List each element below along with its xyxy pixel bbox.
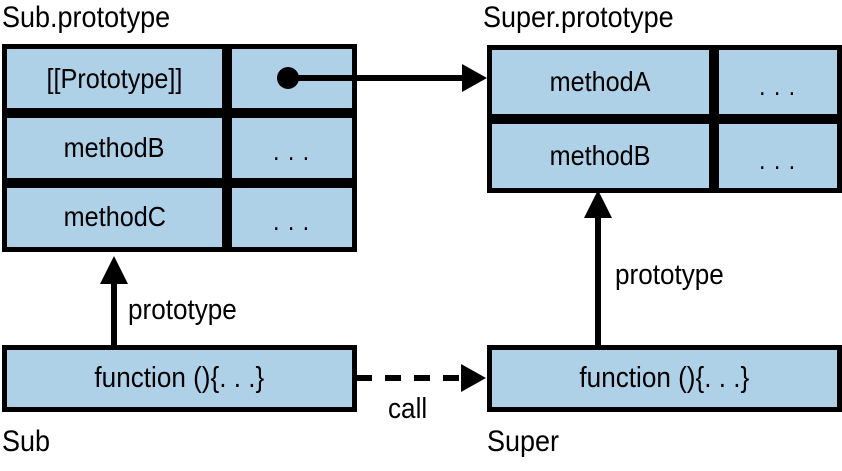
sub-prototype-arrow (100, 256, 128, 347)
arrowhead-up-icon (100, 256, 128, 284)
sub-caption: Sub (2, 425, 51, 458)
super-prototype-arrow-label: prototype (615, 259, 724, 291)
sub-prototype-row-prototype-key: [[Prototype]] (2, 44, 227, 114)
sub-prototype-row-methodB-value: . . . (227, 113, 357, 183)
call-arrow (356, 364, 486, 392)
super-prototype-table: methodA . . . methodB . . . (487, 45, 842, 193)
sub-function-box: function (){. . .} (2, 345, 357, 412)
super-prototype-row-methodB-key: methodB (487, 119, 714, 193)
sub-prototype-row-methodC-key: methodC (2, 182, 227, 252)
super-prototype-title-text: Super.prototype (483, 1, 674, 34)
sub-prototype-row-methodC-value: . . . (227, 182, 357, 252)
sub-prototype-title: Sub.prototype (2, 0, 189, 36)
super-function-label: function (){. . .} (579, 362, 750, 394)
sub-function-label: function (){. . .} (94, 362, 265, 394)
super-prototype-row-methodA-value: . . . (714, 45, 842, 119)
super-prototype-arrow (584, 190, 612, 347)
arrowhead-right-icon (462, 64, 487, 92)
super-function-box: function (){. . .} (487, 345, 842, 412)
sub-prototype-title-text: Sub.prototype (2, 1, 171, 34)
sub-prototype-arrow-label: prototype (128, 294, 237, 326)
sub-prototype-table: [[Prototype]] methodB . . . methodC . . … (2, 44, 357, 252)
prototype-pointer-cell (227, 44, 357, 114)
arrowhead-right-icon (461, 364, 486, 392)
super-prototype-title: Super.prototype (483, 0, 695, 36)
sub-prototype-row-methodB-key: methodB (2, 113, 227, 183)
super-caption: Super (487, 425, 560, 458)
arrowhead-up-icon (584, 190, 612, 218)
call-arrow-label: call (388, 393, 428, 425)
super-prototype-row-methodA-key: methodA (487, 45, 714, 119)
super-prototype-row-methodB-value: . . . (714, 119, 842, 193)
